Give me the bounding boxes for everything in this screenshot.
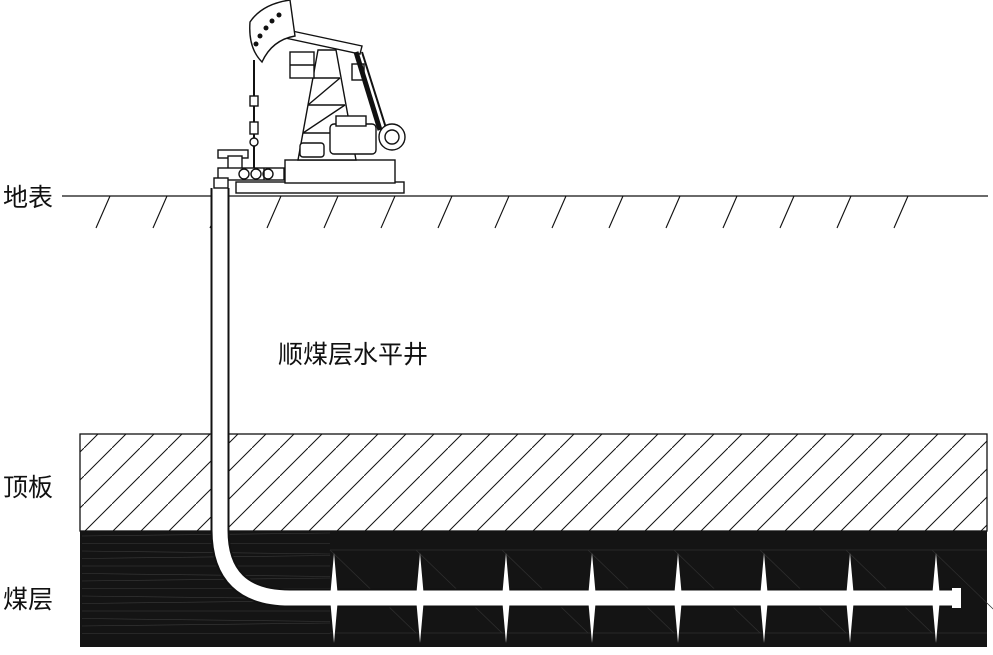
surface-hatch-tick bbox=[437, 195, 453, 229]
coal-grid-diagonal bbox=[931, 549, 993, 610]
coal-streak bbox=[81, 550, 331, 555]
surface-hatch bbox=[95, 195, 909, 229]
fractures bbox=[330, 553, 940, 643]
fracture-spike-down bbox=[416, 598, 424, 643]
surface-hatch-tick bbox=[893, 195, 909, 229]
wellhead-icon bbox=[213, 60, 285, 189]
fracture-spike-down bbox=[330, 598, 338, 643]
fracture-spike-down bbox=[588, 598, 596, 643]
coal-streak bbox=[81, 622, 331, 627]
coal-streak bbox=[81, 532, 331, 537]
fracture-spike-down bbox=[932, 598, 940, 643]
label-roof: 顶板 bbox=[3, 473, 54, 502]
fracture-spike-up bbox=[932, 553, 940, 598]
surface-hatch-tick bbox=[494, 195, 510, 229]
wellbore bbox=[212, 188, 960, 606]
fracture-spike-down bbox=[674, 598, 682, 643]
surface-hatch-tick bbox=[779, 195, 795, 229]
fracture-spike-up bbox=[416, 553, 424, 598]
fracture-spike-up bbox=[330, 553, 338, 598]
surface-hatch-tick bbox=[152, 195, 168, 229]
pumpjack-icon bbox=[235, 0, 406, 194]
surface-hatch-tick bbox=[323, 195, 339, 229]
fracture-spike-down bbox=[760, 598, 768, 643]
fracture-spike-up bbox=[502, 553, 510, 598]
label-surface: 地表 bbox=[3, 183, 54, 212]
surface-hatch-tick bbox=[836, 195, 852, 229]
coal-streak bbox=[81, 573, 331, 577]
surface-hatch-tick bbox=[551, 195, 567, 229]
surface-hatch-tick bbox=[380, 195, 396, 229]
surface-hatch-tick bbox=[665, 195, 681, 229]
surface-hatch-tick bbox=[608, 195, 624, 229]
roof-layer bbox=[79, 433, 988, 532]
fracture-spike-up bbox=[588, 553, 596, 598]
fracture-spike-up bbox=[674, 553, 682, 598]
coal-streak bbox=[81, 555, 331, 559]
coal-texture bbox=[81, 532, 331, 634]
fracture-spike-down bbox=[846, 598, 854, 643]
coal-streak bbox=[81, 618, 331, 622]
surface-hatch-tick bbox=[266, 195, 282, 229]
fracture-spike-up bbox=[760, 553, 768, 598]
fracture-spike-down bbox=[502, 598, 510, 643]
wellbore-end bbox=[952, 588, 961, 608]
label-well: 顺煤层水平井 bbox=[278, 340, 429, 369]
fracture-spike-up bbox=[846, 553, 854, 598]
surface-hatch-tick bbox=[95, 195, 111, 229]
coal-streak bbox=[81, 577, 331, 582]
label-coal-seam: 煤层 bbox=[3, 585, 54, 614]
surface-hatch-tick bbox=[722, 195, 738, 229]
